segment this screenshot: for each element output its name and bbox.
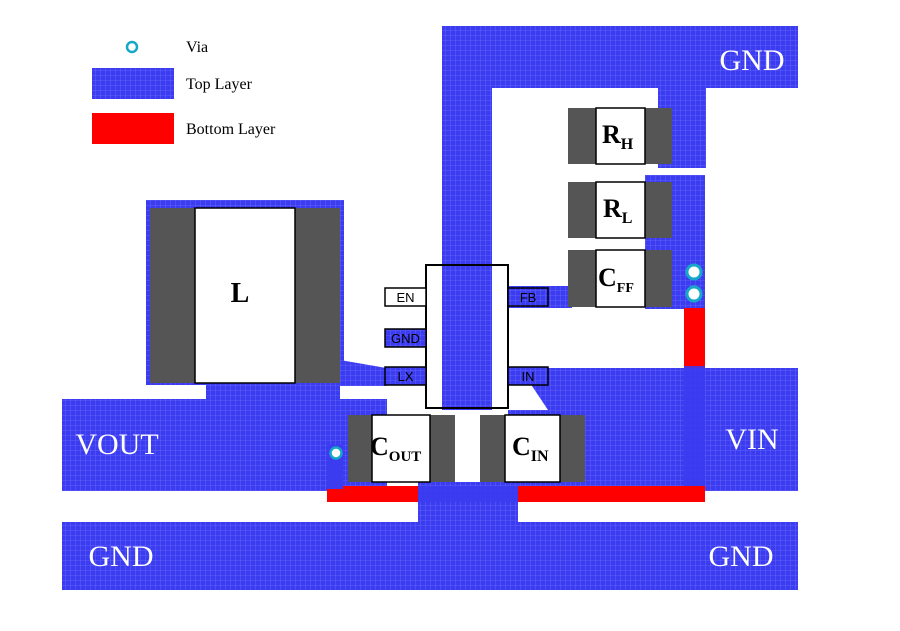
net-label-gnd-top: GND [720,44,785,77]
cout-pad-right [430,415,455,482]
cff-label: CFF [598,263,634,296]
inductor-pad-left [150,208,195,383]
pin-in-label: IN [522,369,535,384]
via-icon [329,446,343,460]
resistor-rh: RH [568,107,672,165]
cff-pad-left [568,250,596,307]
net-label-gnd-bottom-left: GND [89,540,154,573]
legend: Via Top Layer Bottom Layer [92,39,276,144]
pin-lx-label: LX [398,369,414,384]
rl-label-base: R [603,194,622,223]
rl-body [595,181,646,239]
pin-fb-label: FB [520,290,537,305]
vout-bottom-trace-horizontal [327,486,418,502]
inductor-label: L [231,278,250,309]
rh-pad-right [645,108,672,164]
cin-label-sub: IN [531,448,549,465]
rl-pad-left [568,182,596,238]
pin-lx [384,366,427,386]
capacitor-cout: COUT [348,414,455,483]
capacitor-cff: CFF [568,249,672,308]
bottom-trace-cross [418,486,518,502]
cff-body [595,249,646,308]
capacitor-cin: CIN [480,414,585,483]
legend-via-icon [125,40,139,54]
rl-label: RL [603,194,632,227]
cin-pad-right [560,415,585,482]
pin-en-label: EN [396,290,414,305]
cout-body [371,414,431,483]
cout-label: COUT [370,432,421,465]
ic-package: EN GND LX FB IN [384,264,549,409]
pin-en [384,287,427,307]
net-label-vout: VOUT [75,428,158,461]
cout-label-base: C [370,432,389,461]
rh-pad-left [568,108,596,164]
resistor-rl: RL [568,181,672,239]
inductor-l: L [150,207,340,384]
pin-in [507,366,549,386]
cff-label-sub: FF [617,281,634,296]
cin-body [504,414,561,483]
fb-bottom-trace-vertical [684,308,705,368]
fb-bottom-trace-overlap [684,366,705,502]
cout-label-sub: OUT [389,449,422,465]
rh-label-base: R [602,120,621,149]
legend-bottom-layer-label: Bottom Layer [186,121,276,138]
cin-label: CIN [512,432,549,465]
vias [329,263,703,460]
legend-via-label: Via [186,39,208,56]
via-icon [685,263,703,281]
cff-pad-right [645,250,672,307]
cin-pad-left [480,415,505,482]
rh-label-sub: H [621,136,634,153]
cout-pad-left [348,415,372,482]
lx-trace [340,360,386,386]
rh-label: RH [602,120,634,153]
pin-gnd [384,328,427,348]
inductor-body [194,207,296,384]
net-label-gnd-bottom-right: GND [709,540,774,573]
rl-label-sub: L [622,210,633,227]
fb-bottom-trace-horizontal [518,486,705,502]
rl-pad-right [645,182,672,238]
cin-label-base: C [512,432,531,461]
net-labels: GND VOUT VIN GND GND [75,44,784,573]
gnd-center-trace [442,26,492,410]
inductor-pad-right [295,208,340,383]
cff-label-base: C [598,263,617,292]
gnd-top-pour [442,26,798,88]
pin-fb [507,287,549,307]
net-label-vin: VIN [725,423,778,456]
rh-body [595,107,646,165]
legend-bottom-layer-swatch [92,113,174,144]
legend-top-layer-label: Top Layer [186,76,253,93]
vout-inductor-link [206,383,340,401]
via-icon [685,285,703,303]
legend-top-layer-swatch [92,68,174,99]
pin-gnd-label: GND [391,331,420,346]
